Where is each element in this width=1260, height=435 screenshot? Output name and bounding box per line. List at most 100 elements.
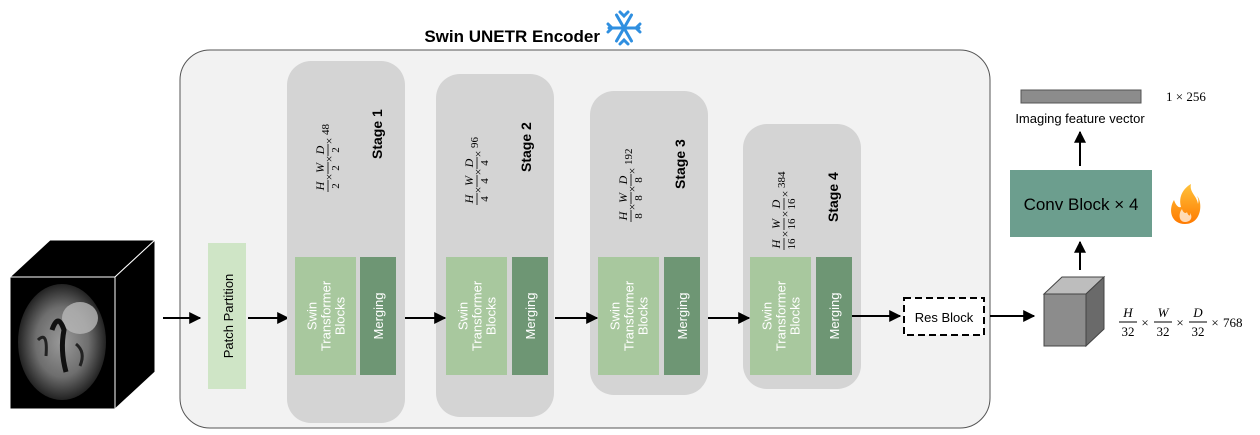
dim-numerator: D [769,199,783,209]
swin-transformer-block [750,257,811,375]
swin-block-label: Blocks [333,296,348,335]
swin-block-label: Blocks [788,296,803,335]
stage-label: Stage 2 [518,122,534,172]
dim-channels: 48 [320,124,332,136]
stage-label: Stage 3 [672,139,688,189]
swin-transformer-block [598,257,659,375]
svg-text:32: 32 [1122,324,1135,339]
output-dim-label: H 32 × W 32 × D 32 × 768 [1119,305,1243,339]
dim-denominator: 2 [330,165,342,171]
dim-numerator: H [616,210,630,221]
dim-channels: 384 [776,171,788,188]
res-block [903,297,985,336]
merging-block [816,257,852,375]
dim-numerator: W [462,175,476,186]
svg-text:768: 768 [1223,315,1243,330]
swin-transformer-block [295,257,356,375]
merging-label: Merging [523,293,538,340]
dim-channels: 96 [469,137,481,149]
swin-block-label: Transformer [470,280,485,351]
dim-times: × [778,231,792,238]
merging-label: Merging [371,293,386,340]
dim-denominator: 8 [633,177,645,183]
dim-denominator: 8 [633,195,645,201]
merging-label: Merging [675,293,690,340]
svg-text:×: × [1176,315,1183,330]
conv-block [1010,170,1152,237]
svg-text:×: × [1141,315,1148,330]
dim-numerator: D [616,175,630,185]
dim-numerator: D [462,158,476,168]
swin-block-label: Transformer [774,280,789,351]
dim-denominator: 16 [786,198,798,210]
dim-channels: 192 [623,149,635,166]
dim-numerator: D [313,145,327,155]
swin-block-label: Transformer [319,280,334,351]
dim-denominator: 16 [786,238,798,250]
dim-times: × [471,169,485,176]
dim-times: × [625,168,639,175]
dim-denominator: 4 [479,160,491,166]
feature-vector-bar [1020,89,1142,104]
swin-block-label: Swin [760,302,775,330]
swin-block-label: Transformer [622,280,637,351]
svg-text:32: 32 [1157,324,1170,339]
dim-denominator: 4 [479,196,491,202]
dim-numerator: H [313,180,327,191]
dim-numerator: W [616,192,630,203]
dim-times: × [322,174,336,181]
svg-text:W: W [1158,305,1170,320]
swin-block-label: Blocks [636,296,651,335]
swin-block-label: Swin [456,302,471,330]
svg-text:D: D [1192,305,1203,320]
dim-denominator: 8 [633,213,645,219]
dim-times: × [322,138,336,145]
merging-block [512,257,548,375]
dim-times: × [471,187,485,194]
merging-block [360,257,396,375]
dim-times: × [322,156,336,163]
dim-denominator: 2 [330,147,342,153]
merging-label: Merging [827,293,842,340]
output-feature-cube [1042,275,1106,348]
svg-text:H: H [1122,305,1133,320]
swin-transformer-block [446,257,507,375]
snowflake-icon [606,10,642,46]
stage-label: Stage 1 [369,109,385,159]
dim-times: × [625,204,639,211]
dim-numerator: W [313,162,327,173]
dim-denominator: 4 [479,178,491,184]
dim-numerator: W [769,218,783,229]
dim-denominator: 16 [786,218,798,230]
res-block-label: Res Block [915,310,974,325]
dim-times: × [778,191,792,198]
merging-block [664,257,700,375]
swin-block-label: Swin [305,302,320,330]
dim-numerator: H [462,193,476,204]
patch-partition-label: Patch Partition [221,274,236,359]
svg-text:×: × [1211,315,1218,330]
dim-numerator: H [769,238,783,249]
dim-times: × [471,151,485,158]
encoder-title: Swin UNETR Encoder [424,27,600,46]
patch-partition-block [208,243,246,389]
feature-vector-dim: 1 × 256 [1166,89,1206,104]
stage-label: Stage 4 [825,172,841,222]
swin-block-label: Swin [608,302,623,330]
conv-block-label: Conv Block × 4 [1024,195,1139,214]
flame-icon [1171,184,1201,224]
dim-times: × [625,186,639,193]
feature-vector-label: Imaging feature vector [1015,111,1145,126]
dim-times: × [778,211,792,218]
swin-block-label: Blocks [484,296,499,335]
dim-denominator: 2 [330,183,342,189]
svg-text:32: 32 [1192,324,1205,339]
input-mri-cube [8,238,157,411]
